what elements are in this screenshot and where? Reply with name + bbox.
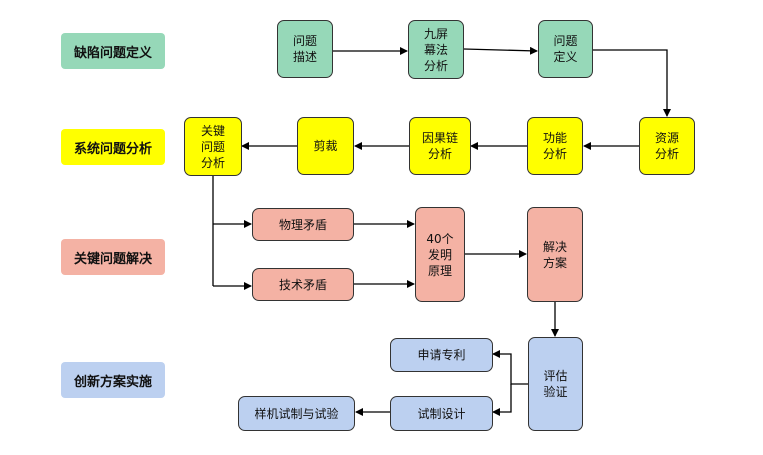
arrow-evaluate-to-design [492, 384, 512, 416]
node-40-inventive-principles: 40个 发明 原理 [415, 207, 465, 302]
arrow-evaluate-to-patent [492, 350, 528, 385]
stage-label-key-problem-solving: 关键问题解决 [61, 239, 165, 275]
node-problem-definition: 问题 定义 [538, 20, 593, 78]
node-key-problem-analysis: 关键 问题 分析 [184, 117, 242, 176]
node-trimming: 剪裁 [297, 117, 354, 175]
stage-label-defect-definition: 缺陷问题定义 [61, 33, 165, 69]
node-trial-design: 试制设计 [390, 396, 493, 431]
node-problem-description: 问题 描述 [277, 20, 333, 78]
node-apply-patent: 申请专利 [390, 338, 493, 372]
node-resource-analysis: 资源 分析 [639, 117, 695, 175]
arrow-nine-to-def [463, 46, 538, 55]
node-prototype-trial-test: 样机试制与试验 [238, 396, 355, 431]
node-solution: 解决 方案 [527, 207, 583, 302]
stage-label-innovation-implementation: 创新方案实施 [61, 362, 165, 398]
node-function-analysis: 功能 分析 [527, 117, 583, 175]
node-causal-chain-analysis: 因果链 分析 [409, 117, 471, 175]
node-evaluation-verification: 评估 验证 [528, 337, 583, 431]
stage-label-system-analysis: 系统问题分析 [61, 129, 165, 165]
node-technical-contradiction: 技术矛盾 [252, 268, 354, 301]
node-physical-contradiction: 物理矛盾 [252, 208, 354, 241]
arrow-def-to-resource [593, 49, 671, 117]
node-nine-screen-analysis: 九屏 幕法 分析 [408, 20, 464, 79]
